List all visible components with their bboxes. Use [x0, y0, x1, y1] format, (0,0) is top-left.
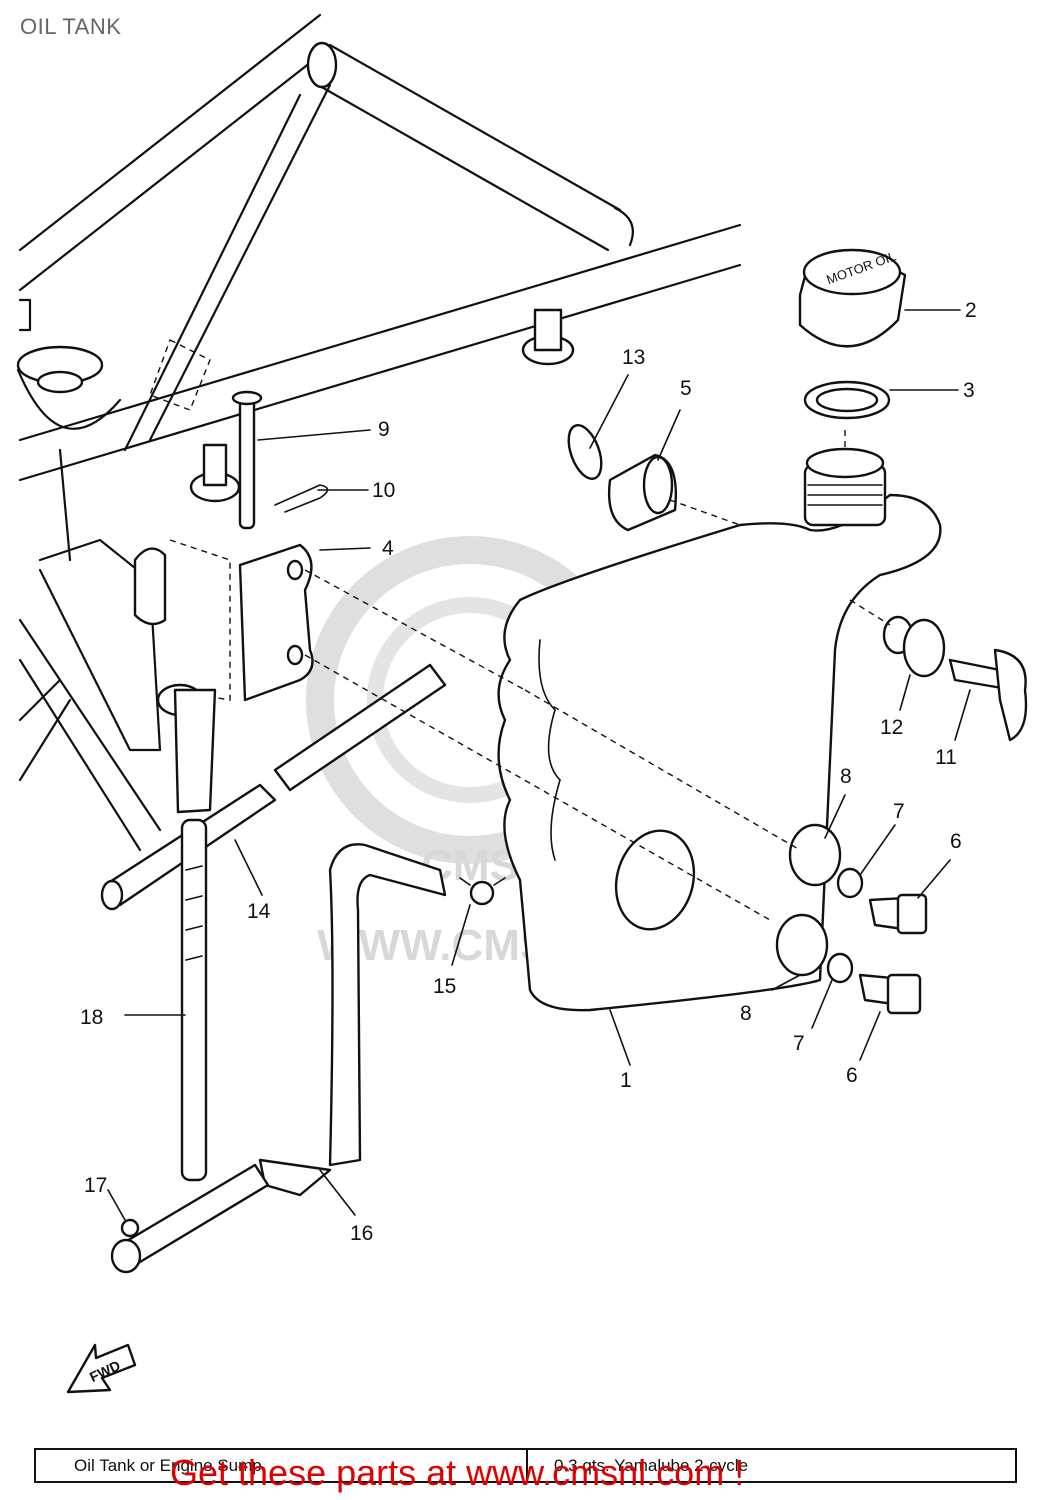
leader-lines	[107, 309, 971, 1221]
capacity-spec-table: Oil Tank or Engine Sump 0.3 qts. Yamalub…	[34, 1448, 1017, 1483]
lock-washers-7	[826, 867, 864, 984]
callout-7b: 7	[793, 1032, 805, 1055]
callout-10: 10	[372, 479, 395, 502]
clamp-17	[120, 1218, 140, 1238]
spec-item: Oil Tank or Engine Sump	[36, 1450, 528, 1481]
callout-4: 4	[382, 537, 394, 560]
callout-12: 12	[880, 716, 903, 739]
bolts-6	[858, 893, 928, 1015]
spec-value: 0.3 qts. Yamalube 2-cycle	[554, 1455, 749, 1475]
washers-8	[775, 823, 842, 977]
frame	[16, 13, 742, 852]
fuel-line-18	[173, 688, 217, 1182]
callout-8b: 8	[740, 1002, 752, 1025]
oil-tank-body	[497, 447, 942, 1012]
callout-1: 1	[620, 1069, 632, 1092]
bracket-4	[238, 543, 314, 702]
callout-3: 3	[963, 379, 975, 402]
callout-14: 14	[247, 900, 271, 923]
callout-16: 16	[350, 1222, 373, 1245]
collar-12	[882, 615, 946, 678]
callout-7a: 7	[893, 800, 905, 823]
promo-link[interactable]: Get these parts at www.cmsnl.com !	[170, 1452, 745, 1493]
callout-5: 5	[680, 377, 692, 400]
callout-18: 18	[80, 1006, 103, 1029]
callout-15: 15	[433, 975, 456, 998]
pin-9	[231, 390, 263, 530]
oil-tank-cap: MOTOR OIL	[798, 248, 907, 348]
callout-labels: 1 2 3 4 5 6 6 7 7 8 8 9 10 11 12 13 14 1…	[80, 299, 977, 1245]
washer-13	[567, 424, 603, 480]
cap-seal	[803, 380, 891, 420]
callout-11: 11	[935, 746, 957, 769]
callout-6b: 6	[846, 1064, 858, 1087]
fwd-arrow-icon: FWD	[66, 1343, 137, 1394]
callout-8a: 8	[840, 765, 852, 788]
callout-2: 2	[965, 299, 977, 322]
wing-bolt-11	[948, 648, 1028, 742]
callout-9: 9	[378, 418, 390, 441]
page-title: OIL TANK	[20, 14, 122, 39]
clip-10	[274, 484, 329, 513]
clamp-15	[459, 877, 506, 906]
grommet	[607, 453, 677, 532]
callout-17: 17	[84, 1174, 107, 1197]
hose-16	[110, 843, 447, 1274]
callout-6a: 6	[950, 830, 962, 853]
callout-13: 13	[622, 346, 645, 369]
